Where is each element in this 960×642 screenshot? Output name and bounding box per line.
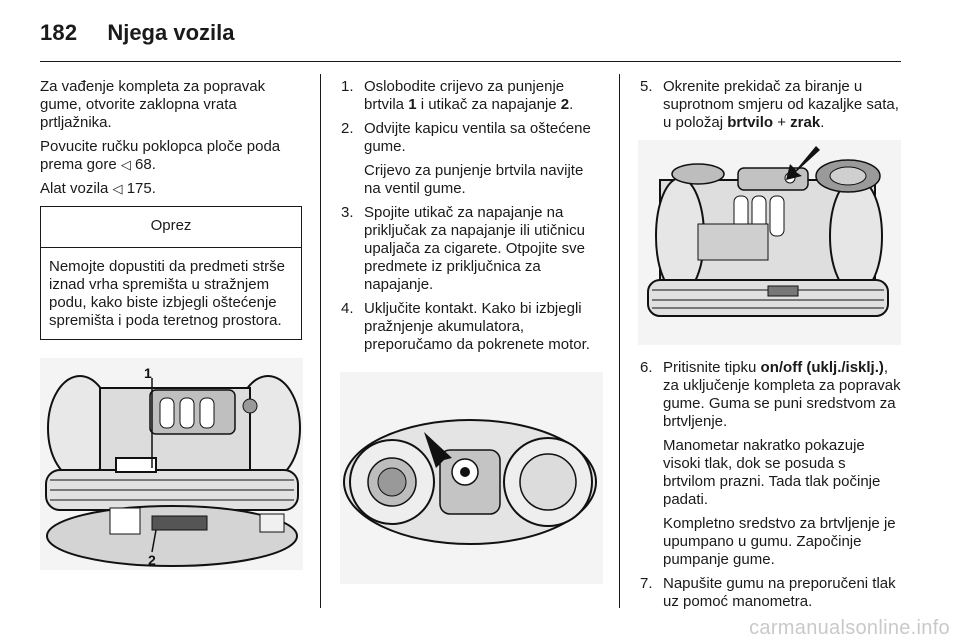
tire-repair-kit-illustration: 1 2 — [40, 358, 303, 570]
list-item: 4. Uključite kontakt. Kako bi izbjegli p… — [341, 300, 590, 353]
figure-label-1: 1 — [144, 365, 152, 381]
paragraph-floor-cover: Povucite ručku poklopca ploče poda prema… — [40, 138, 281, 173]
column-1: Za vađenje kompleta za popravak gume, ot… — [40, 78, 306, 340]
page-reference[interactable]: 68. — [135, 156, 156, 173]
list-item: 7. Napušite gumu na preporučeni tlak uz … — [640, 575, 896, 610]
list-item: 2. Odvijte kapicu ventila sa oštećene gu… — [341, 120, 591, 197]
page-header: 182 Njega vozila — [40, 18, 234, 48]
selector-dial-illustration — [340, 372, 603, 584]
caution-box: Oprez Nemojte dopustiti da predmeti strš… — [40, 206, 302, 340]
header-rule — [40, 61, 901, 63]
list-item: 1. Oslobodite crijevo za punjenje brtvil… — [341, 78, 574, 113]
caution-title: Oprez — [41, 207, 301, 248]
paragraph-open-tailgate: Za vađenje kompleta za popravak gume, ot… — [40, 78, 266, 131]
page-reference-icon: ◁ — [120, 157, 131, 172]
watermark: carmanualsonline.info — [749, 617, 950, 639]
figure-label-2: 2 — [148, 552, 156, 568]
page-title: Njega vozila — [107, 20, 235, 45]
paragraph-vehicle-tools: Alat vozila ◁ 175. — [40, 180, 156, 197]
compressor-illustration — [638, 140, 901, 345]
page-reference-icon: ◁ — [112, 181, 123, 196]
column-divider-1 — [320, 74, 321, 608]
column-divider-2 — [619, 74, 620, 608]
caution-text: Nemojte dopustiti da predmeti strše izna… — [49, 258, 285, 329]
column-3-continued: 6. Pritisnite tipku on/off (uklj./isklj.… — [640, 359, 902, 617]
page-reference[interactable]: 175. — [126, 180, 156, 197]
column-2: 1. Oslobodite crijevo za punjenje brtvil… — [341, 78, 604, 360]
list-item: 6. Pritisnite tipku on/off (uklj./isklj.… — [640, 359, 901, 568]
list-item: 3. Spojite utikač za napajanje na priklj… — [341, 204, 585, 293]
list-item: 5. Okrenite prekidač za biranje u suprot… — [640, 78, 899, 131]
page-number: 182 — [40, 20, 78, 45]
column-3: 5. Okrenite prekidač za biranje u suprot… — [640, 78, 902, 138]
